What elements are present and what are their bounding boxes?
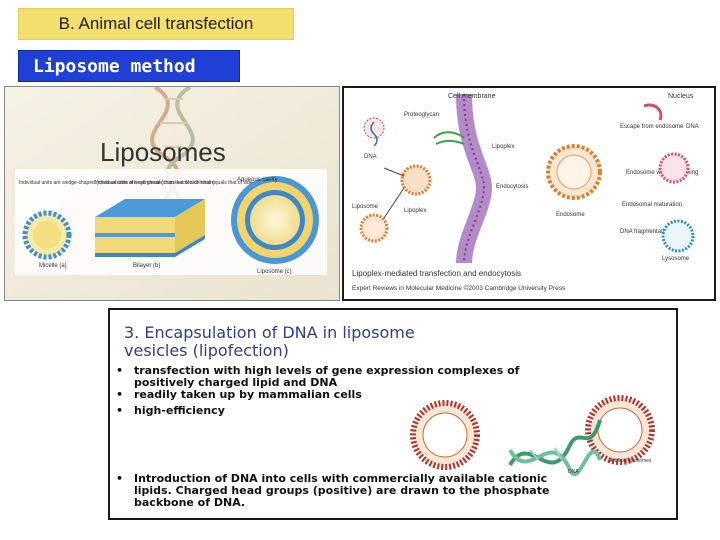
diagram-credit: Expert Reviews in Molecular Medicine ©20… bbox=[352, 284, 566, 292]
bilayer-note: Individual units are cylindrical (cross-… bbox=[95, 180, 268, 186]
bullet-2: readily taken up by mammalian cells bbox=[134, 388, 362, 401]
slide-title-line2: vesicles (lipofection) bbox=[124, 341, 289, 360]
artificial-liposomes-label: Artificial liposomes bbox=[610, 458, 652, 464]
dna-helix-graphic bbox=[508, 419, 602, 476]
bullet-marker: • bbox=[116, 388, 123, 401]
micelle-label: Micelle (a) bbox=[39, 263, 67, 269]
lipoplex-top-label: Lipoplex bbox=[492, 144, 514, 150]
bullet-marker: • bbox=[116, 472, 123, 485]
escape-label: Escape from endosome bbox=[620, 124, 684, 130]
nucleus-label: Nucleus bbox=[668, 93, 694, 100]
liposome-diagram bbox=[231, 176, 319, 264]
bullet-4-line1: Introduction of DNA into cells with comm… bbox=[134, 472, 547, 485]
section-title-banner: B. Animal cell transfection bbox=[18, 8, 294, 40]
micelle-diagram bbox=[22, 210, 72, 260]
bullet-marker: • bbox=[116, 404, 123, 417]
dna-graphic-label: DNA bbox=[568, 469, 579, 475]
artificial-liposome-right bbox=[585, 395, 655, 465]
bilayer-diagram bbox=[95, 199, 205, 257]
endosome-label: Endosome bbox=[556, 212, 585, 218]
dna-fragmentation-label: DNA fragmentation bbox=[620, 229, 671, 235]
method-title: Liposome method bbox=[33, 55, 196, 77]
bullet-1-line-2: positively charged lipid and DNA bbox=[134, 376, 338, 389]
proteoglycan-label: Proteoglycan bbox=[404, 112, 439, 118]
encapsulation-slide-panel: 3. Encapsulation of DNA in liposome vesi… bbox=[108, 308, 678, 520]
bullet-3: high-efficiency bbox=[134, 404, 225, 417]
micelle-note: Individual units are wedge-shaped (cross… bbox=[19, 180, 215, 186]
bullet-4-line2: lipids. Charged head groups (positive) a… bbox=[134, 484, 549, 497]
liposomes-figure: Liposomes Individual units are wedge-sha… bbox=[5, 87, 339, 300]
liposome-label: Liposome (c) bbox=[257, 269, 292, 275]
lipoplex-left-label: Lipoplex bbox=[404, 208, 426, 214]
method-title-banner: Liposome method bbox=[18, 50, 240, 82]
aqueous-note: Aqueous cavity bbox=[237, 177, 278, 183]
endocytosis-label: Endocytosis bbox=[496, 184, 528, 190]
lysosome-label: Lysosome bbox=[662, 256, 690, 262]
bilayer-label: Bilayer (b) bbox=[133, 263, 160, 269]
section-title: B. Animal cell transfection bbox=[58, 14, 254, 33]
liposome-right-label: Liposome bbox=[352, 204, 379, 210]
cell-membrane-label: Cell membrane bbox=[448, 93, 496, 100]
diagram-caption: Lipoplex-mediated transfection and endoc… bbox=[352, 269, 521, 278]
bullet-1-line: transfection with high levels of gene ex… bbox=[134, 364, 520, 377]
bullet-4-line3: backbone of DNA. bbox=[134, 496, 245, 509]
dna-right-label: DNA bbox=[686, 124, 699, 130]
slide-title-line1: 3. Encapsulation of DNA in liposome bbox=[124, 323, 415, 342]
encapsulation-slide: 3. Encapsulation of DNA in liposome vesi… bbox=[110, 310, 676, 518]
endosome-graphic bbox=[546, 144, 602, 200]
bullet-marker: • bbox=[116, 364, 123, 377]
lipoplex-diagram-panel: Cell membrane Nucleus Proteoglycan DNA L… bbox=[342, 86, 716, 301]
artificial-liposome-left bbox=[410, 400, 480, 470]
dna-left-label: DNA bbox=[364, 154, 377, 160]
lipoplex-diagram: Cell membrane Nucleus Proteoglycan DNA L… bbox=[344, 88, 714, 299]
liposomes-heading: Liposomes bbox=[100, 137, 226, 167]
liposomes-figure-panel: Liposomes Individual units are wedge-sha… bbox=[4, 86, 340, 301]
endosomal-maturation-label: Endosomal maturation bbox=[622, 202, 682, 208]
cell-membrane bbox=[456, 93, 493, 264]
